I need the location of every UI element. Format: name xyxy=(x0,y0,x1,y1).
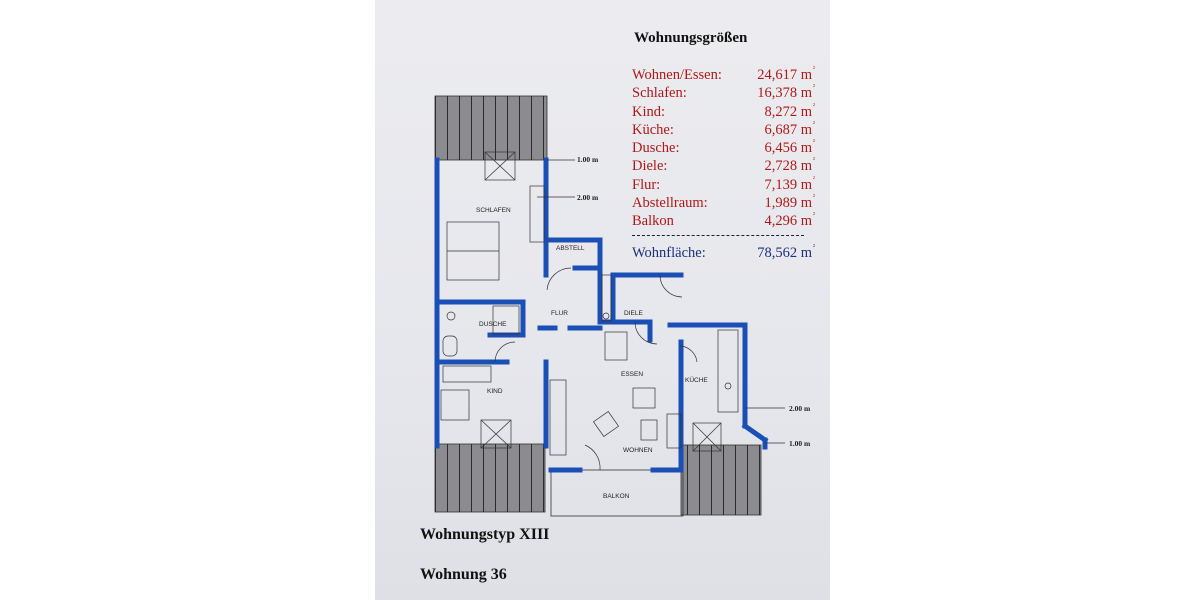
area-label: Flur: xyxy=(632,176,661,193)
room-label-kueche: KÜCHE xyxy=(685,376,708,384)
unit-superscript: ² xyxy=(812,83,815,92)
room-label-flur: FLUR xyxy=(551,310,568,317)
room-label-essen: ESSEN xyxy=(621,371,643,378)
roof-hatch-top xyxy=(434,95,548,161)
area-value: 2,728 m xyxy=(764,158,812,175)
area-label: Abstellraum: xyxy=(632,195,708,212)
roof-hatch-bottom-right xyxy=(680,444,762,516)
area-value: 4,296 m xyxy=(764,213,812,230)
unit-superscript: ² xyxy=(812,211,815,220)
area-label: Wohnen/Essen: xyxy=(632,67,722,83)
area-value: 1,989 m xyxy=(764,195,812,212)
area-value: 8,272 m xyxy=(764,103,812,120)
unit-superscript: ² xyxy=(812,119,815,128)
dashed-divider xyxy=(632,234,804,236)
roof-hatch-bottom-left xyxy=(434,443,546,513)
area-value: 6,456 m xyxy=(764,140,812,157)
area-value: 6,687 m xyxy=(764,121,812,138)
unit-superscript: ² xyxy=(812,242,815,251)
room-label-dusche: DUSCHE xyxy=(479,321,507,328)
apartment-number: Wohnung 36 xyxy=(420,566,507,583)
dimension-label: 1.00 m xyxy=(789,439,811,448)
area-table-title: Wohnungsgrößen xyxy=(634,30,748,46)
room-label-schlafen: SCHLAFEN xyxy=(476,207,511,214)
room-label-abstell: ABSTELL xyxy=(556,245,585,252)
floor-plan: 1.00 m 2.00 m 2.00 m 1.00 m SCHLAFEN ABS… xyxy=(434,95,811,517)
apartment-type: Wohnungstyp XIII xyxy=(420,526,550,543)
dimension-label: 1.00 m xyxy=(577,155,599,164)
unit-superscript: ² xyxy=(812,193,815,202)
area-value: 7,139 m xyxy=(764,176,812,193)
dimension-label: 2.00 m xyxy=(577,193,599,202)
area-label: Küche: xyxy=(632,121,674,138)
room-label-diele: DIELE xyxy=(624,310,643,317)
room-label-wohnen: WOHNEN xyxy=(623,447,653,454)
area-label: Dusche: xyxy=(632,140,680,157)
dimension-lines xyxy=(537,159,785,444)
unit-superscript: ² xyxy=(812,138,815,147)
area-label: Kind: xyxy=(632,103,666,120)
unit-superscript: ² xyxy=(812,101,815,110)
area-label: Balkon xyxy=(632,213,674,230)
unit-superscript: ² xyxy=(812,156,815,165)
total-label: Wohnfläche: xyxy=(632,244,706,261)
area-label: Diele: xyxy=(632,158,668,175)
area-value: 16,378 m xyxy=(757,85,812,102)
unit-superscript: ² xyxy=(812,174,815,183)
document-page: 1.00 m 2.00 m 2.00 m 1.00 m SCHLAFEN ABS… xyxy=(375,0,830,600)
room-label-balkon: BALKON xyxy=(603,493,630,500)
room-label-kind: KIND xyxy=(487,388,503,395)
furniture xyxy=(440,151,739,471)
total-value: 78,562 m xyxy=(757,244,812,261)
walls xyxy=(434,157,769,473)
area-value: 24,617 m xyxy=(757,67,812,83)
balcony-outline xyxy=(550,469,684,517)
area-label: Schlafen: xyxy=(632,85,687,102)
unit-superscript: ² xyxy=(812,65,815,73)
dimension-label: 2.00 m xyxy=(789,404,811,413)
